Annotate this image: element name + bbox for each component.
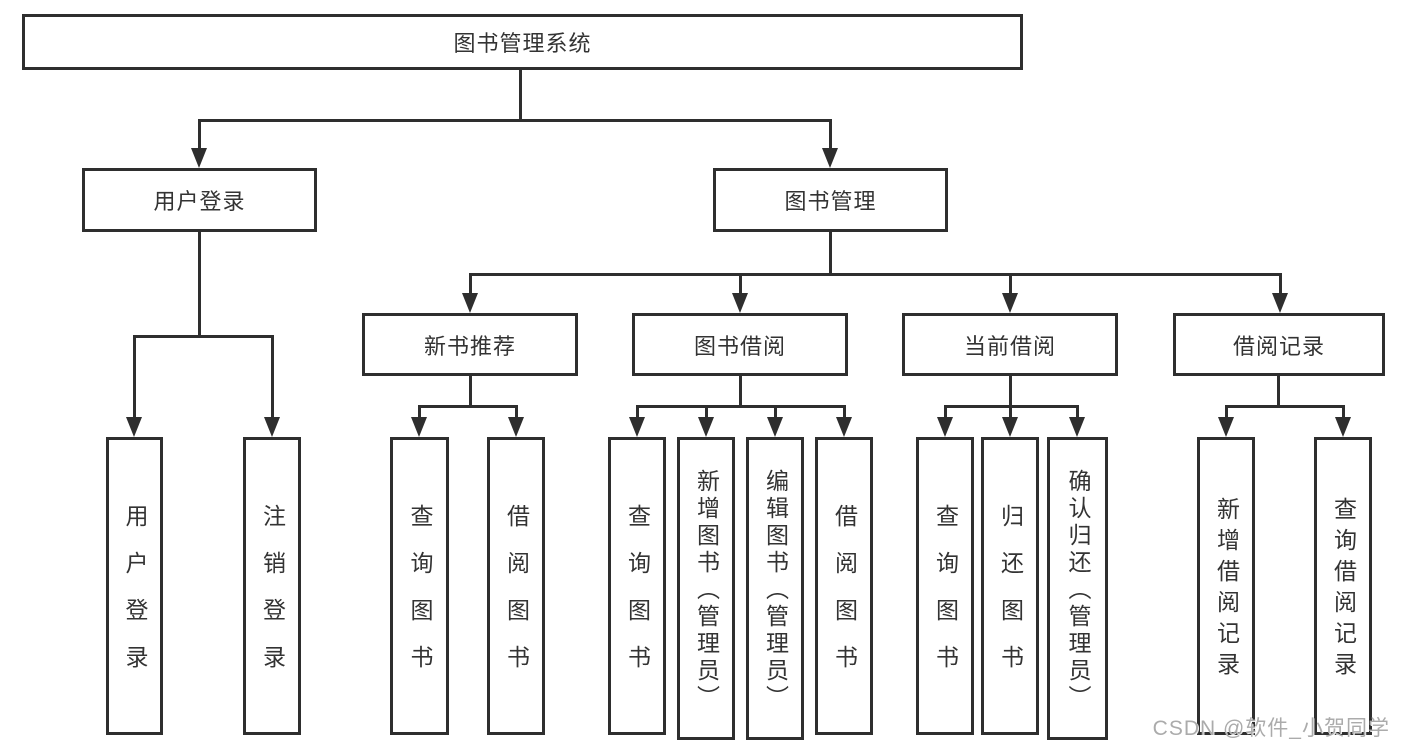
node-label-leaf-logout: 注销登录 (259, 504, 286, 692)
arrowhead-bb-borrow (835, 417, 852, 437)
connector-user-login-stem (197, 232, 201, 338)
connector-book-manage-stem (828, 232, 832, 276)
connector-book-borrow-stem (738, 376, 742, 407)
node-label-leaf-cb-return-book: 归还图书 (997, 504, 1024, 692)
connector-current-borrow-stem (1008, 376, 1012, 407)
arrowhead-cb-query (936, 417, 953, 437)
arrowhead-bb-query (628, 417, 645, 437)
connector-cb-confirm-drop (1075, 405, 1079, 419)
node-label-book-manage: 图书管理 (784, 189, 877, 214)
connector-cb-query-drop (943, 405, 947, 419)
arrowhead-rec-query (411, 417, 427, 437)
node-box-leaf-bb-add-book: 新增图书（管理员） (677, 437, 735, 740)
arrowhead-cb-return (1001, 417, 1018, 437)
node-label-leaf-br-add-record: 新增借阅记录 (1213, 497, 1240, 683)
node-box-current-borrow: 当前借阅 (902, 313, 1118, 376)
node-label-leaf-bb-borrow-book: 借阅图书 (831, 504, 858, 692)
node-box-leaf-cb-query-book: 查询图书 (916, 437, 974, 735)
node-box-leaf-logout: 注销登录 (243, 437, 301, 735)
node-label-leaf-br-query-record: 查询借阅记录 (1330, 497, 1357, 683)
node-box-user-login: 用户登录 (82, 168, 317, 232)
arrowhead-borrow-records (1271, 293, 1288, 313)
arrowhead-book-borrow (731, 293, 748, 313)
node-box-root: 图书管理系统 (22, 14, 1023, 70)
connector-bb-edit-drop (773, 405, 777, 419)
arrowhead-current-borrow (1001, 293, 1018, 313)
node-label-leaf-rec-borrow-book: 借阅图书 (503, 504, 530, 692)
connector-br-query-drop (1341, 405, 1345, 419)
node-box-leaf-user-login: 用户登录 (106, 437, 163, 735)
arrowhead-rec-borrow (507, 417, 524, 437)
connector-new-book-recommend-stem (468, 376, 472, 407)
node-label-leaf-rec-query-book: 查询图书 (407, 504, 433, 692)
connector-user-login-drop (197, 119, 201, 150)
node-box-leaf-rec-borrow-book: 借阅图书 (487, 437, 545, 735)
csdn-watermark: CSDN @软件_小贺同学 (1152, 717, 1390, 740)
node-box-leaf-bb-borrow-book: 借阅图书 (815, 437, 873, 735)
connector-leaf-user-login-drop (133, 335, 136, 419)
node-label-current-borrow: 当前借阅 (963, 333, 1056, 359)
arrowhead-book-manage (821, 148, 838, 168)
node-label-root: 图书管理系统 (453, 31, 592, 56)
connector-br-add-drop (1224, 405, 1228, 419)
connector-bb-add-drop (704, 405, 708, 419)
node-label-leaf-bb-query-book: 查询图书 (624, 504, 651, 692)
connector-borrow-records-stem (1276, 376, 1280, 407)
connector-root-stem (518, 70, 522, 121)
connector-new-book-recommend-drop (468, 273, 472, 295)
connector-borrow-records-drop (1278, 273, 1282, 295)
connector-rec-borrow-drop (514, 405, 518, 419)
node-box-leaf-br-query-record: 查询借阅记录 (1314, 437, 1372, 735)
node-label-new-book-recommend: 新书推荐 (423, 333, 516, 359)
node-label-leaf-bb-add-book: 新增图书（管理员） (693, 469, 720, 712)
arrowhead-bb-edit (766, 417, 783, 437)
node-box-leaf-cb-confirm-return: 确认归还（管理员） (1047, 437, 1108, 740)
connector-bb-borrow-drop (842, 405, 846, 419)
connector-user-login-rail (133, 335, 273, 338)
node-label-leaf-cb-confirm-return: 确认归还（管理员） (1065, 469, 1091, 712)
node-box-leaf-cb-return-book: 归还图书 (981, 437, 1039, 735)
arrowhead-bb-add (697, 417, 714, 437)
arrowhead-br-add (1217, 417, 1234, 437)
connector-book-borrow-drop (738, 273, 742, 295)
node-label-leaf-user-login: 用户登录 (122, 504, 148, 692)
node-box-book-manage: 图书管理 (713, 168, 948, 232)
arrowhead-user-login (190, 148, 207, 168)
connector-borrow-records-rail (1224, 405, 1344, 408)
node-label-book-borrow: 图书借阅 (693, 333, 786, 359)
node-box-leaf-bb-query-book: 查询图书 (608, 437, 666, 735)
arrowhead-leaf-user-login (126, 417, 142, 437)
connector-level2-rail (197, 119, 831, 122)
arrowhead-cb-confirm (1068, 417, 1085, 437)
node-box-leaf-bb-edit-book: 编辑图书（管理员） (746, 437, 804, 740)
arrowhead-br-query (1334, 417, 1351, 437)
arrowhead-leaf-logout (263, 417, 280, 437)
connector-current-borrow-drop (1008, 273, 1012, 295)
node-box-book-borrow: 图书借阅 (632, 313, 848, 376)
connector-level3-rail (468, 273, 1282, 276)
node-label-borrow-records: 借阅记录 (1232, 333, 1325, 359)
node-label-leaf-cb-query-book: 查询图书 (932, 504, 959, 692)
connector-book-manage-drop (828, 119, 832, 150)
node-label-leaf-bb-edit-book: 编辑图书（管理员） (762, 469, 789, 712)
connector-leaf-logout-drop (270, 335, 274, 419)
connector-cb-return-drop (1008, 405, 1012, 419)
node-label-user-login: 用户登录 (153, 189, 246, 214)
node-box-borrow-records: 借阅记录 (1173, 313, 1385, 376)
node-box-leaf-br-add-record: 新增借阅记录 (1197, 437, 1255, 735)
connector-bb-query-drop (635, 405, 639, 419)
node-box-new-book-recommend: 新书推荐 (362, 313, 578, 376)
arrowhead-new-book-recommend (461, 293, 478, 313)
connector-book-borrow-rail (635, 405, 846, 408)
connector-recommend-rail (418, 405, 517, 408)
node-box-leaf-rec-query-book: 查询图书 (390, 437, 449, 735)
connector-rec-query-drop (418, 405, 421, 419)
